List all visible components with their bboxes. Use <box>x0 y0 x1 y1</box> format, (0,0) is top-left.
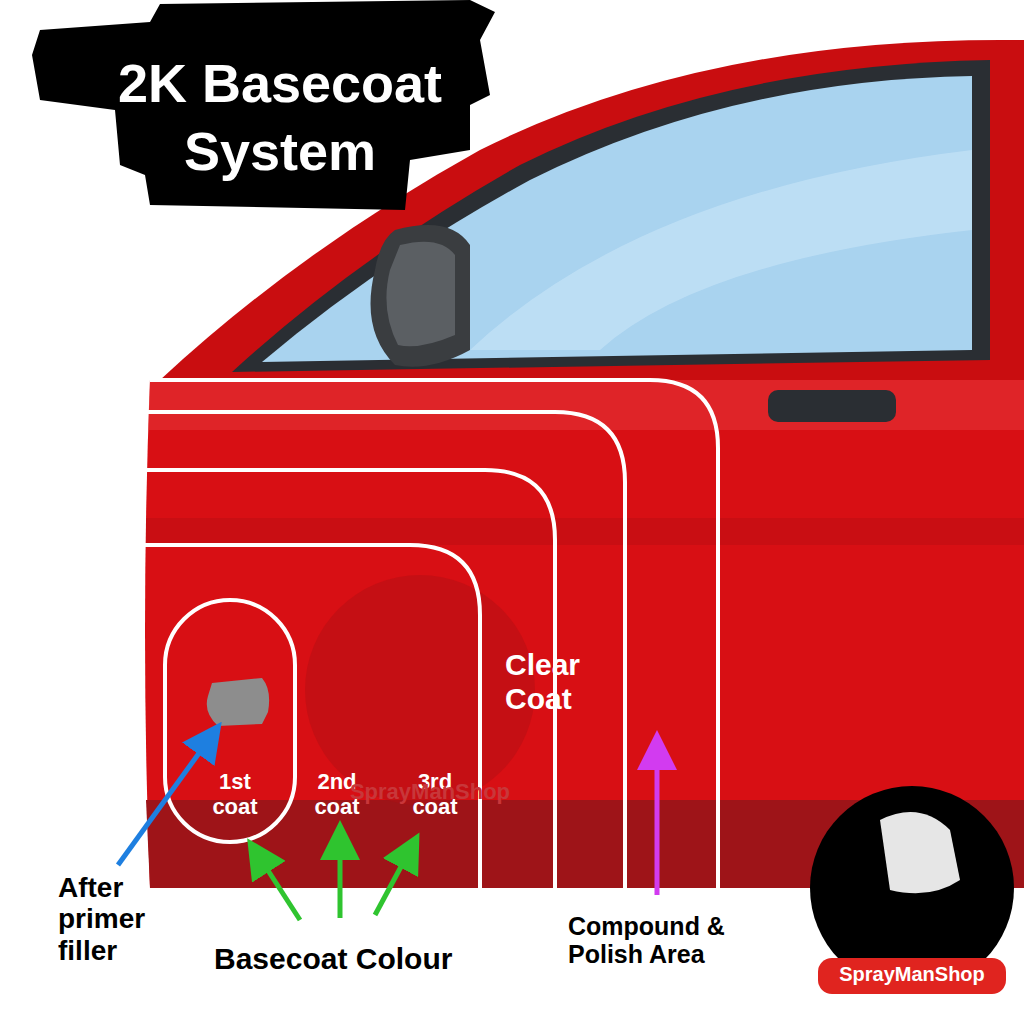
mirror-glass <box>386 242 455 347</box>
coat-1-outline <box>165 600 295 842</box>
leader-arrow <box>258 855 300 920</box>
leader-arrow <box>375 850 410 915</box>
watermark: SprayManShop <box>330 780 530 805</box>
primer-filler-patch <box>207 678 269 726</box>
door-crease <box>146 518 1024 545</box>
leader-arrow <box>338 840 343 918</box>
title-badge <box>32 0 495 210</box>
coat-label: Clear Coat <box>505 648 615 715</box>
callout-label: After primer filler <box>58 872 208 966</box>
logo-figure <box>880 812 960 893</box>
logo-text: SprayManShop <box>818 963 1006 985</box>
callout-label: Compound & Polish Area <box>568 912 798 968</box>
polish-area-outline <box>150 380 718 888</box>
leader-arrow <box>655 750 660 895</box>
coat-2-outline <box>145 545 480 888</box>
clear-coat-outline <box>140 412 625 888</box>
logo-pill <box>818 958 1006 994</box>
glass-reflection <box>470 150 972 350</box>
coat-3-outline <box>140 470 555 888</box>
coat-outlines <box>140 380 718 888</box>
leader-arrow <box>118 738 210 865</box>
door-handle <box>768 390 896 422</box>
callout-label: Basecoat Colour <box>214 942 544 976</box>
door-highlight <box>148 380 1024 430</box>
mirror <box>371 225 471 367</box>
title: 2K Basecoat System <box>80 50 480 185</box>
coat-label: 1st coat <box>200 770 270 819</box>
